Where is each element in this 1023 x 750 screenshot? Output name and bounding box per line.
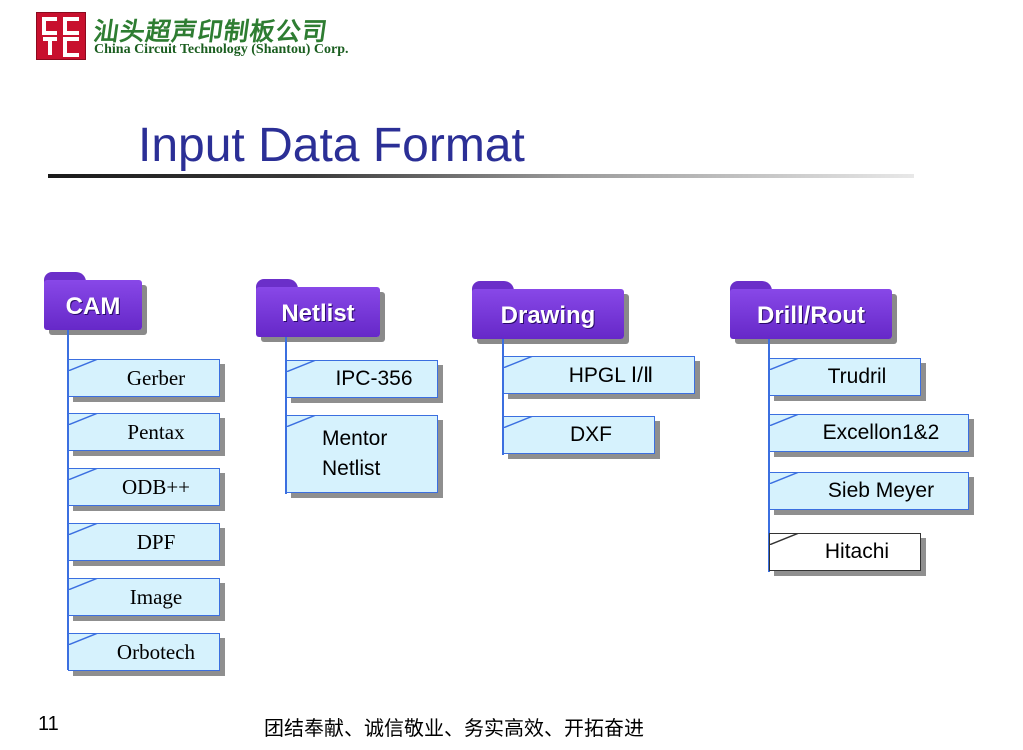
card-label: Gerber [126, 365, 186, 390]
page-fold-icon [769, 358, 799, 370]
card-label: ODB++ [121, 474, 191, 499]
title-underline [48, 174, 914, 178]
card-label: Image [129, 584, 183, 609]
card-excellon: Excellon1&2 [769, 414, 974, 457]
card-mentor-netlist: Mentor Netlist [286, 415, 443, 498]
folder-label: Drill/Rout [757, 302, 865, 329]
card-label: Hitachi [824, 540, 890, 563]
page-fold-icon [503, 416, 533, 428]
card-orbotech: Orbotech [68, 633, 225, 676]
card-sieb-meyer: Sieb Meyer [769, 472, 974, 515]
card-label: Excellon1&2 [822, 421, 940, 444]
page-number: 11 [38, 713, 59, 735]
card-hpgl: HPGL Ⅰ/Ⅱ [503, 356, 700, 399]
card-label: Orbotech [116, 639, 196, 664]
card-label: Mentor Netlist [322, 427, 388, 480]
page-fold-icon [68, 468, 98, 480]
page-fold-icon [769, 414, 799, 426]
folder-label: CAM [65, 293, 121, 320]
cctc-logo-icon [36, 12, 86, 60]
folder-netlist: Netlist [256, 279, 380, 337]
folder-label: Drawing [500, 302, 596, 329]
folder-drill-rout: Drill/Rout [730, 281, 892, 339]
slide-title: Input Data Format [138, 119, 525, 172]
connector-drill-rout [768, 339, 770, 572]
page-fold-icon [503, 356, 533, 368]
card-gerber: Gerber [68, 359, 225, 402]
folder-drawing: Drawing [472, 281, 624, 339]
page-fold-icon [68, 578, 98, 590]
card-label: HPGL Ⅰ/Ⅱ [568, 363, 654, 387]
card-label: DXF [570, 423, 612, 446]
footer-slogan: 团结奉献、诚信敬业、务实高效、开拓奋进 [264, 716, 644, 740]
page-fold-icon [68, 359, 98, 371]
card-ipc356: IPC-356 [286, 360, 443, 403]
folder-cam: CAM [44, 272, 142, 330]
company-logo: 汕头超声印制板公司 China Circuit Technology (Shan… [36, 12, 376, 62]
card-label: IPC-356 [335, 367, 413, 390]
card-label: DPF [136, 529, 176, 554]
company-name-en: China Circuit Technology (Shantou) Corp. [94, 42, 349, 57]
page-fold-icon [286, 415, 316, 427]
card-dpf: DPF [68, 523, 225, 566]
card-label: Trudril [827, 365, 887, 388]
card-pentax: Pentax [68, 413, 225, 456]
card-label: Pentax [127, 419, 185, 444]
card-image: Image [68, 578, 225, 621]
card-dxf: DXF [503, 416, 660, 459]
card-trudril: Trudril [769, 358, 926, 401]
page-fold-icon [68, 633, 98, 645]
page-fold-icon [68, 523, 98, 535]
folder-label: Netlist [281, 300, 355, 327]
connector-drawing [502, 339, 504, 455]
page-fold-icon [286, 360, 316, 372]
card-label: Sieb Meyer [827, 479, 935, 502]
page-fold-icon [769, 533, 799, 545]
card-odb: ODB++ [68, 468, 225, 511]
page-fold-icon [68, 413, 98, 425]
page-fold-icon [769, 472, 799, 484]
card-hitachi: Hitachi [769, 533, 926, 576]
